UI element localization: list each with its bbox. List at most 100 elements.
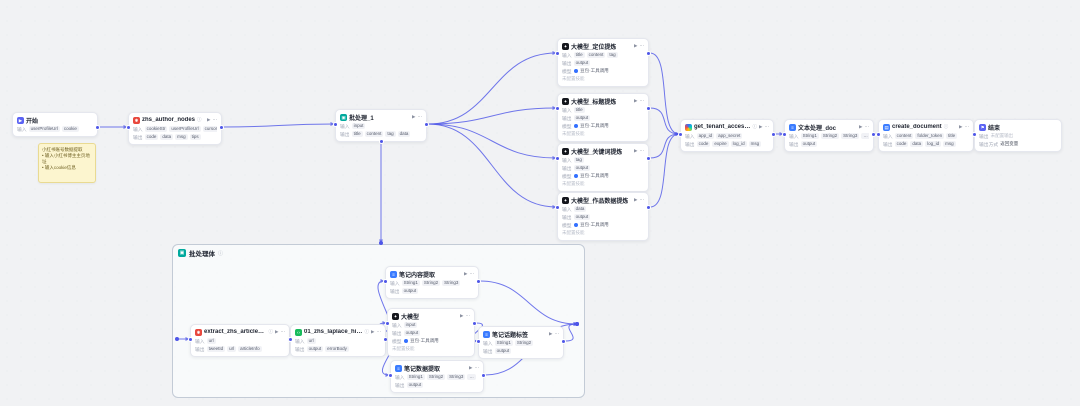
more-icon[interactable]: ⋯ <box>639 148 645 153</box>
play-icon[interactable]: ▶ <box>549 331 553 336</box>
row-label: 输出 <box>685 142 695 148</box>
input-port[interactable] <box>555 156 560 161</box>
more-icon[interactable]: ⋯ <box>376 329 382 334</box>
output-port[interactable] <box>481 373 486 378</box>
play-icon[interactable]: ▶ <box>371 329 375 334</box>
output-port[interactable] <box>219 125 224 130</box>
more-icon[interactable]: ⋯ <box>212 117 218 122</box>
more-icon[interactable]: ⋯ <box>639 98 645 103</box>
edge <box>649 132 680 159</box>
output-port[interactable] <box>561 339 566 344</box>
variable-tag: url <box>227 345 237 353</box>
output-port[interactable] <box>646 51 651 56</box>
input-port[interactable] <box>383 279 388 284</box>
variable-tag: String2 <box>820 132 840 140</box>
play-icon[interactable]: ▶ <box>759 124 763 129</box>
play-icon[interactable]: ▶ <box>275 329 279 334</box>
more-icon[interactable]: ⋯ <box>764 124 770 129</box>
node-extract[interactable]: ✱extract_zhs_article_weberl…ⓘ▶⋯输入url输出tw… <box>188 324 292 357</box>
output-port[interactable] <box>95 125 100 130</box>
info-icon[interactable]: ⓘ <box>218 250 224 257</box>
input-port[interactable] <box>126 125 131 130</box>
output-port[interactable] <box>771 132 776 137</box>
output-port[interactable] <box>472 321 477 326</box>
output-port[interactable] <box>871 132 876 137</box>
output-port[interactable] <box>646 156 651 161</box>
input-port[interactable] <box>555 51 560 56</box>
play-icon[interactable]: ▶ <box>634 148 638 153</box>
play-icon[interactable]: ▶ <box>634 43 638 48</box>
input-port[interactable] <box>876 132 881 137</box>
play-icon[interactable]: ▶ <box>460 313 464 318</box>
input-port[interactable] <box>388 373 393 378</box>
node-controls: ▶⋯ <box>634 43 644 49</box>
output-port[interactable] <box>476 279 481 284</box>
more-icon[interactable]: ⋯ <box>474 365 480 370</box>
row-label: 模型 <box>562 124 572 130</box>
more-icon[interactable]: ⋯ <box>964 124 970 129</box>
play-icon[interactable]: ▶ <box>634 98 638 103</box>
row-muted-value: 未配置技能 <box>562 131 585 136</box>
node-code13[interactable]: ‹›01_zhs_laplace_hiya_fx_1ⓘ▶⋯输入url输出outp… <box>288 324 388 357</box>
play-icon[interactable]: ▶ <box>469 365 473 370</box>
input-port[interactable] <box>555 205 560 210</box>
batch-body-group[interactable]: ▣ 批处理体 ⓘ <box>172 244 585 398</box>
play-icon[interactable]: ▶ <box>959 124 963 129</box>
input-port[interactable] <box>476 339 481 344</box>
more-icon[interactable]: ⋯ <box>554 331 560 336</box>
input-port[interactable] <box>555 106 560 111</box>
play-icon[interactable]: ▶ <box>859 124 863 129</box>
input-port[interactable] <box>188 337 193 342</box>
input-port[interactable] <box>288 337 293 342</box>
variable-tag: userProfileUrl <box>169 125 201 133</box>
node-end[interactable]: ⚑结束输出未配置输出输出方式返回变量 <box>972 119 1062 152</box>
output-port[interactable] <box>646 205 651 210</box>
play-icon[interactable]: ▶ <box>634 197 638 202</box>
input-port[interactable] <box>333 122 338 127</box>
row-label: 输入 <box>392 323 402 329</box>
more-icon[interactable]: ⋯ <box>469 271 475 276</box>
input-port[interactable] <box>385 321 390 326</box>
variable-tag: output <box>306 345 324 353</box>
node-row: 模型豆包·工具调用 <box>562 172 644 180</box>
more-icon[interactable]: ⋯ <box>639 43 645 48</box>
output-port[interactable] <box>424 122 429 127</box>
input-port[interactable] <box>678 132 683 137</box>
sticky-note[interactable]: 小红书账号数据提取 输入小红书博主主页地址 输入cookie信息 <box>38 143 96 183</box>
row-label: 输出 <box>562 166 572 172</box>
input-port[interactable] <box>782 132 787 137</box>
play-icon[interactable]: ▶ <box>207 117 211 122</box>
node-controls: ▶⋯ <box>275 329 285 335</box>
play-icon[interactable]: ▶ <box>412 114 416 119</box>
node-controls: ▶⋯ <box>207 117 217 123</box>
more-icon[interactable]: ⋯ <box>417 114 423 119</box>
more-icon[interactable]: ⋯ <box>864 124 870 129</box>
note-line: 输入小红书博主主页地址 <box>42 153 92 165</box>
more-icon[interactable]: ⋯ <box>280 329 286 334</box>
node-token[interactable]: get_tenant_access_tokenⓘ▶⋯输入app_idapp_se… <box>678 119 776 152</box>
body-port[interactable] <box>378 139 384 144</box>
variable-tag: content <box>894 132 914 140</box>
more-icon[interactable]: ⋯ <box>465 313 471 318</box>
variable-tag: output <box>573 59 591 67</box>
output-port[interactable] <box>646 106 651 111</box>
more-icon[interactable]: ⋯ <box>639 197 645 202</box>
play-icon[interactable]: ▶ <box>464 271 468 276</box>
node-row: 未配置技能 <box>562 130 644 138</box>
row-label: 模型 <box>562 223 572 229</box>
input-port[interactable] <box>972 132 977 137</box>
